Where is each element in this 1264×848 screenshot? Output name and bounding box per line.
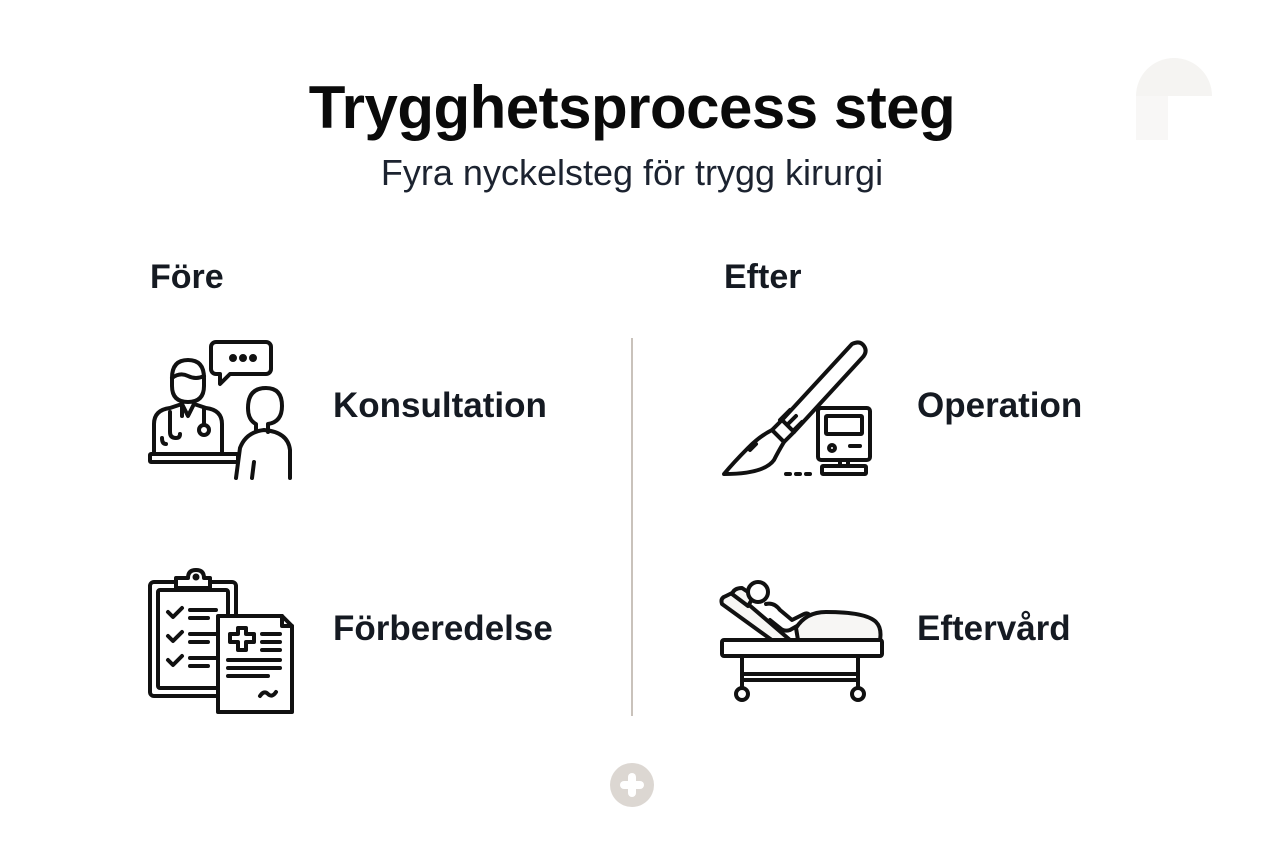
step-label-konsultation: Konsultation — [333, 386, 547, 425]
step-label-eftervard: Eftervård — [917, 609, 1071, 648]
page-subtitle: Fyra nyckelsteg för trygg kirurgi — [380, 152, 884, 193]
section-heading-fore: Före — [150, 258, 224, 296]
step-eftervard: Eftervård — [718, 578, 1138, 708]
step-label-forberedelse: Förberedelse — [333, 609, 553, 648]
scalpel-monitor-icon — [722, 340, 872, 476]
step-forberedelse: Förberedelse — [146, 568, 586, 716]
clipboard-medical-document-icon — [148, 568, 294, 714]
doctor-consultation-icon — [148, 340, 292, 480]
section-divider — [631, 338, 633, 716]
section-heading-efter: Efter — [724, 258, 802, 296]
step-konsultation: Konsultation — [146, 338, 586, 480]
page-title: Trygghetsprocess steg — [308, 74, 956, 141]
step-operation: Operation — [720, 338, 1140, 480]
add-step-button[interactable] — [610, 763, 654, 807]
hospital-bed-patient-icon — [719, 580, 884, 702]
step-label-operation: Operation — [917, 386, 1083, 425]
corner-decoration — [1136, 58, 1212, 140]
